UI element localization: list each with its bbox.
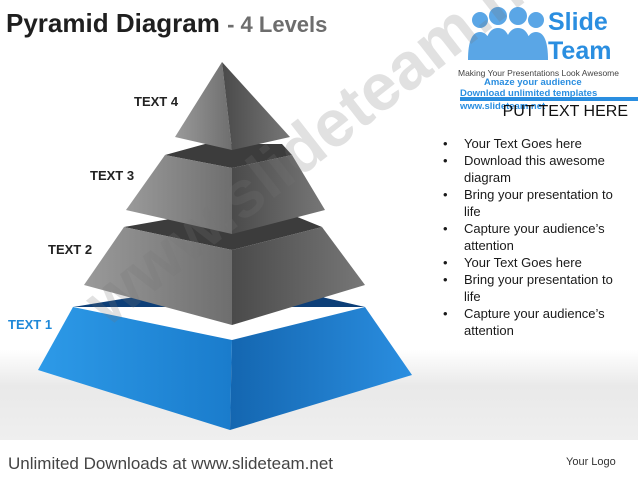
bullet-item: Download this awesome diagram [443,152,633,186]
pyramid-level-4 [175,62,290,150]
logo-line-download: Download unlimited templates [460,88,598,99]
logo-line-amaze: Amaze your audience [484,77,582,88]
bullet-item: Capture your audience’s attention [443,220,633,254]
logo-line-url: www.slideteam.net [460,101,546,112]
level-3-right-face [232,155,325,234]
level-2-right-face [232,227,365,325]
bullet-item: Your Text Goes here [443,254,633,271]
your-logo-placeholder: Your Logo [566,456,616,468]
level-2-left-face [84,227,232,325]
title-sub: - 4 Levels [227,12,328,37]
bullet-item: Bring your presentation to life [443,186,633,220]
bullet-item: Capture your audience’s attention [443,305,633,339]
put-text-label: PUT TEXT HERE [502,103,628,120]
level-3-top [165,144,292,168]
bullet-item: Your Text Goes here [443,135,633,152]
level-2-label: TEXT 2 [48,242,93,257]
pyramid-level-2 [84,214,365,325]
level-1-left-face [38,307,232,430]
bullet-item: Bring your presentation to life [443,271,633,305]
title-main: Pyramid Diagram [6,8,220,38]
slide-title: Pyramid Diagram - 4 Levels [6,8,327,39]
logo-brand-slide: Slide [548,8,608,36]
level-1-label: TEXT 1 [8,317,53,332]
put-text-accent [460,97,638,101]
footer-text: Unlimited Downloads at www.slideteam.net [8,454,334,473]
level-1-right-face [230,307,412,430]
level-4-label: TEXT 4 [134,94,179,109]
level-3-left-face [126,155,232,234]
slideteam-logo [468,7,548,60]
pyramid-level-3 [126,144,325,234]
level-4-right-face [222,62,290,150]
level-4-left-face [175,62,232,150]
bullet-list: Your Text Goes here Download this awesom… [443,135,633,339]
pyramid-level-1 [38,292,412,430]
logo-brand-team: Team [548,37,612,65]
logo-tagline: Making Your Presentations Look Awesome [458,68,619,78]
put-text-header: www.slideteam.net PUT TEXT HERE [460,97,638,127]
level-3-label: TEXT 3 [90,168,135,183]
